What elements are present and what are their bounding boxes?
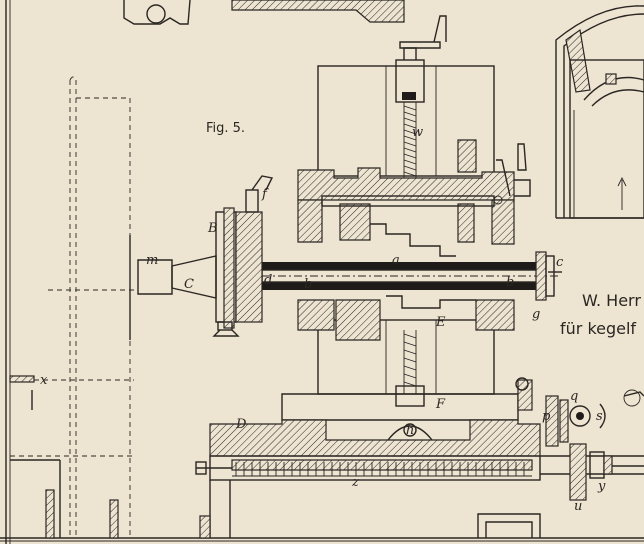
main-spindle xyxy=(261,251,562,301)
label-a: a xyxy=(392,253,400,268)
label-g: g xyxy=(532,307,540,322)
spindle-nose xyxy=(137,175,274,337)
label-x: x xyxy=(40,373,48,388)
label-F: F xyxy=(435,397,446,412)
label-p: p xyxy=(542,409,551,424)
label-s: s xyxy=(596,409,603,424)
label-E: E xyxy=(435,315,446,330)
vertical-screw-w xyxy=(395,15,447,186)
caption-line-1: W. Herr xyxy=(582,291,641,310)
label-b-right: b xyxy=(506,275,514,290)
left-machine-outline xyxy=(9,76,134,539)
label-y: y xyxy=(597,479,606,494)
label-b-left: b xyxy=(304,277,312,292)
figure-title: Fig. 5. xyxy=(206,121,245,136)
lower-screw xyxy=(395,330,425,407)
gear-assembly xyxy=(515,377,644,501)
label-f: f xyxy=(261,187,269,202)
label-B: B xyxy=(207,221,218,236)
label-c: c xyxy=(556,255,564,270)
label-z: z xyxy=(351,475,359,490)
right-fragment xyxy=(555,5,644,219)
label-u: u xyxy=(574,499,582,514)
label-d: d xyxy=(264,273,272,288)
headstock-housing xyxy=(297,139,531,341)
label-D: D xyxy=(235,417,247,432)
label-q: q xyxy=(570,389,578,404)
label-C: C xyxy=(184,277,194,292)
label-h: h xyxy=(406,423,414,438)
label-w: w xyxy=(412,125,423,140)
label-m: m xyxy=(146,253,158,268)
caption-line-2: für kegelf xyxy=(560,319,636,338)
top-fragments xyxy=(123,0,405,25)
base-bed xyxy=(195,393,541,539)
